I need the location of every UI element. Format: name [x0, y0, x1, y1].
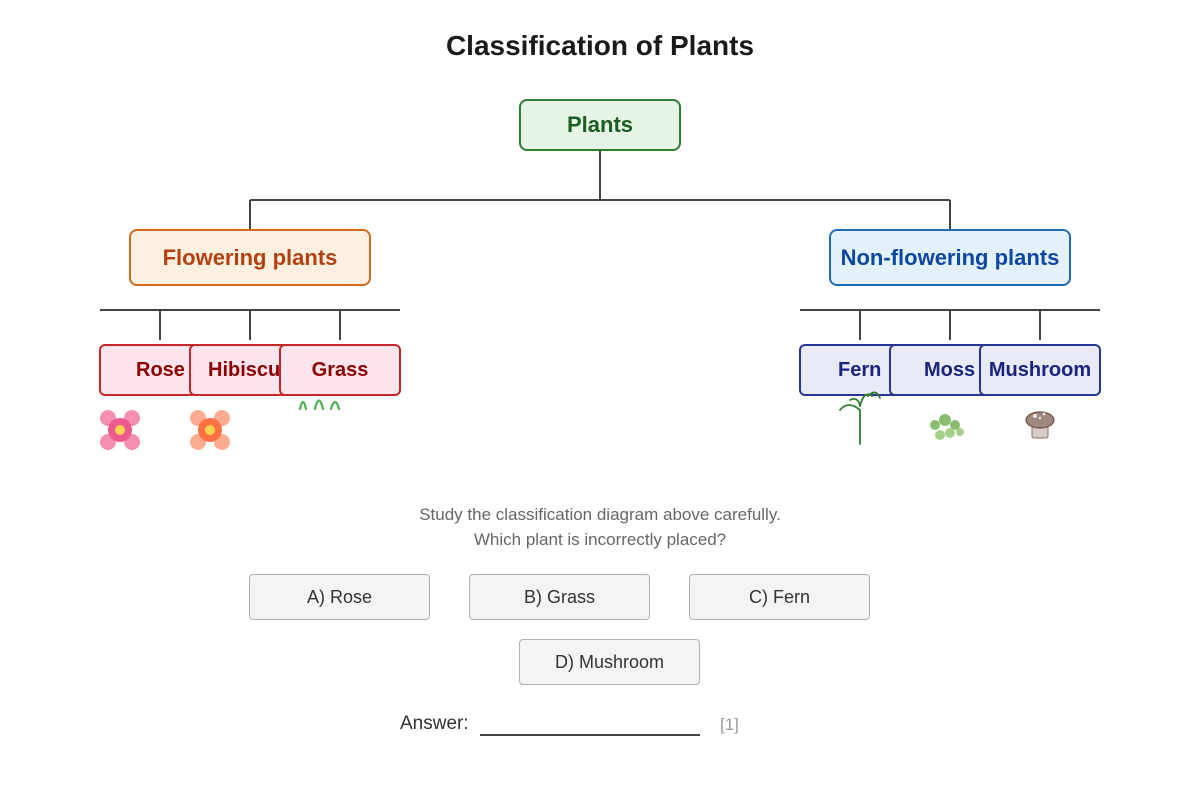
pink-flower-icon	[100, 410, 140, 450]
moss-icon	[930, 414, 964, 440]
option-a-button[interactable]: A) Rose	[249, 574, 430, 620]
node-fern-label: Fern	[838, 358, 882, 381]
option-b-button[interactable]: B) Grass	[469, 574, 650, 620]
option-d-button[interactable]: D) Mushroom	[519, 639, 700, 685]
orange-flower-icon	[190, 410, 230, 450]
marks-indicator: [1]	[720, 715, 739, 734]
option-c-button[interactable]: C) Fern	[689, 574, 870, 620]
question-line-1: Study the classification diagram above c…	[419, 505, 781, 524]
node-flowering-label: Flowering plants	[162, 244, 338, 270]
answer-input-line[interactable]	[480, 734, 700, 736]
node-plants: Plants	[519, 99, 681, 151]
node-flowering-plants: Flowering plants	[129, 229, 371, 286]
node-rose-label: Rose	[136, 358, 185, 381]
option-a-label: A) Rose	[306, 586, 373, 607]
node-plants-label: Plants	[566, 112, 634, 137]
mushroom-icon	[1025, 411, 1055, 439]
node-non-flowering-plants: Non-flowering plants	[829, 229, 1071, 286]
node-grass-label: Grass	[311, 358, 369, 381]
node-mushroom-label: Mushroom	[988, 358, 1092, 381]
node-non-flowering-label: Non-flowering plants	[840, 244, 1060, 270]
node-hibiscus-label: Hibiscus	[208, 358, 292, 381]
question-line-2: Which plant is incorrectly placed?	[473, 530, 727, 549]
option-c-label: C) Fern	[748, 586, 810, 607]
fern-icon	[839, 391, 881, 445]
option-d-label: D) Mushroom	[554, 651, 665, 672]
option-b-label: B) Grass	[523, 586, 595, 607]
answer-label: Answer:	[400, 713, 469, 734]
node-moss-label: Moss	[924, 358, 976, 381]
node-grass: Grass	[279, 344, 401, 396]
node-mushroom: Mushroom	[979, 344, 1101, 396]
page-title: Classification of Plants	[445, 30, 755, 61]
grass-icon	[298, 399, 341, 411]
